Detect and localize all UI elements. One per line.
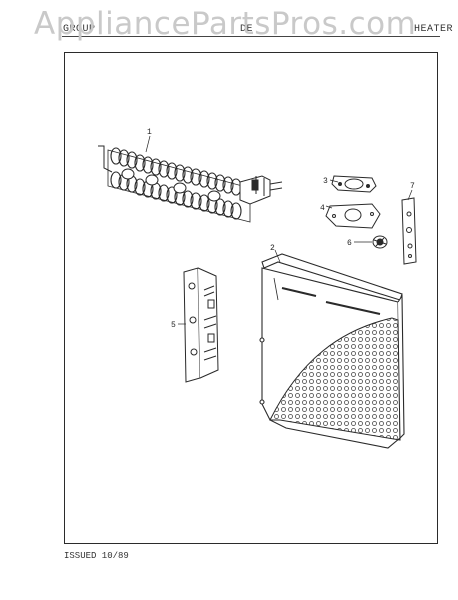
callout-leaders — [145, 135, 413, 325]
callout-5: 5 — [171, 321, 176, 330]
diagram-frame — [64, 52, 438, 544]
header-group-label: GROUP — [63, 24, 96, 35]
header-rule — [62, 36, 440, 37]
callout-1: 1 — [147, 128, 152, 137]
callout-6: 6 — [347, 239, 352, 248]
gasket[interactable] — [325, 203, 381, 229]
header-model-label: DE — [240, 24, 254, 35]
heater-housing[interactable] — [259, 253, 405, 449]
callout-2: 2 — [270, 244, 275, 253]
thermal-fuse[interactable] — [372, 235, 388, 249]
mounting-bracket[interactable] — [401, 197, 417, 265]
callout-4: 4 — [320, 204, 325, 213]
callout-3: 3 — [323, 177, 328, 186]
header-section-title: HEATER — [414, 24, 454, 35]
callout-7: 7 — [410, 182, 415, 191]
issued-date: ISSUED 10/89 — [64, 551, 129, 561]
heating-element-coil[interactable] — [98, 145, 283, 223]
thermostat[interactable] — [331, 175, 377, 193]
terminal-block[interactable] — [183, 267, 219, 383]
